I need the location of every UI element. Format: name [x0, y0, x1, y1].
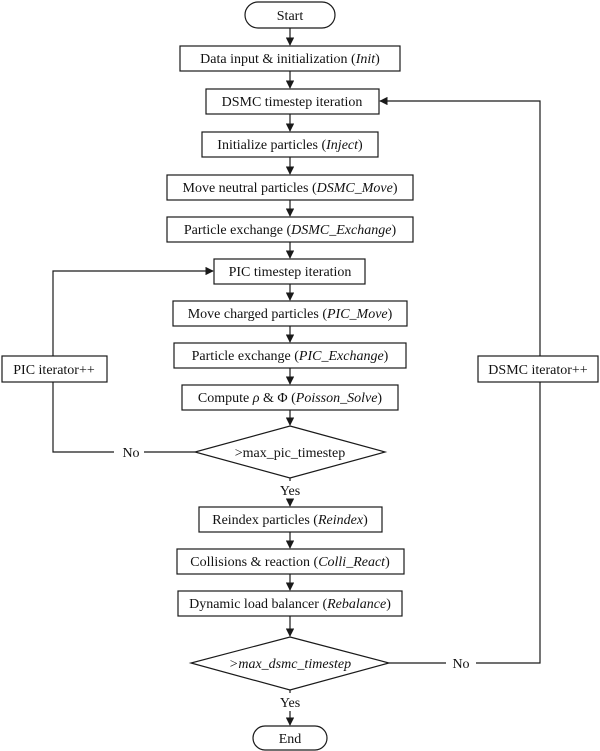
pic-iteration-label: PIC timestep iteration — [229, 265, 352, 280]
pic-no-label: No — [122, 446, 139, 461]
inject-step: Initialize particles (Inject) — [201, 131, 379, 158]
dsmc-iteration-label: DSMC timestep iteration — [222, 95, 363, 110]
pic-move-step: Move charged particles (PIC_Move) — [172, 300, 408, 327]
pic-exchange-label: Particle exchange (PIC_Exchange) — [192, 349, 389, 364]
dsmc-move-label: Move neutral particles (DSMC_Move) — [183, 181, 398, 196]
dsmc-iteration-step: DSMC timestep iteration — [205, 88, 380, 115]
collisions-label: Collisions & reaction (Colli_React) — [190, 555, 390, 570]
poisson-step: Compute ρ & Φ (Poisson_Solve) — [181, 384, 399, 411]
end-node: End — [252, 725, 328, 751]
pic-iterator-box: PIC iterator++ — [1, 355, 108, 383]
dsmc-iterator-label: DSMC iterator++ — [488, 363, 587, 378]
edge-dsmc-counter-to-dsmc-iter — [379, 96, 541, 356]
pic-timestep-decision: >max_pic_timestep — [192, 425, 388, 479]
dsmc-no-label: No — [452, 657, 469, 672]
dsmc-yes-label: Yes — [280, 696, 300, 711]
pic-iterator-label: PIC iterator++ — [13, 363, 95, 378]
start-node: Start — [244, 1, 336, 29]
edge-dsmc-no-loop — [476, 382, 541, 664]
dsmc-exchange-label: Particle exchange (DSMC_Exchange) — [184, 223, 397, 238]
dsmc-timestep-decision: >max_dsmc_timestep — [188, 636, 392, 691]
init-label: Data input & initialization (Init) — [200, 52, 380, 67]
edges — [52, 28, 541, 726]
pic-iteration-step: PIC timestep iteration — [213, 258, 366, 285]
collisions-step: Collisions & reaction (Colli_React) — [176, 548, 405, 575]
poisson-label: Compute ρ & Φ (Poisson_Solve) — [198, 391, 383, 406]
pic-move-label: Move charged particles (PIC_Move) — [188, 307, 393, 322]
dsmc-iterator-box: DSMC iterator++ — [477, 355, 599, 383]
reindex-step: Reindex particles (Reindex) — [198, 506, 383, 533]
dsmc-decision-label: >max_dsmc_timestep — [229, 657, 351, 672]
rebalance-step: Dynamic load balancer (Rebalance) — [177, 590, 403, 617]
pic-decision-label: >max_pic_timestep — [235, 446, 346, 461]
start-label: Start — [277, 9, 304, 24]
edge-pic-no-loop — [52, 382, 114, 453]
edge-pic-counter-to-pic-iter — [52, 266, 214, 356]
reindex-label: Reindex particles (Reindex) — [212, 513, 368, 528]
dsmc-exchange-step: Particle exchange (DSMC_Exchange) — [166, 216, 414, 243]
inject-label: Initialize particles (Inject) — [217, 138, 363, 153]
init-step: Data input & initialization (Init) — [179, 45, 401, 72]
dsmc-move-step: Move neutral particles (DSMC_Move) — [166, 174, 414, 201]
pic-exchange-step: Particle exchange (PIC_Exchange) — [173, 342, 407, 369]
end-label: End — [279, 732, 302, 747]
pic-yes-label: Yes — [280, 484, 300, 499]
rebalance-label: Dynamic load balancer (Rebalance) — [189, 597, 391, 612]
